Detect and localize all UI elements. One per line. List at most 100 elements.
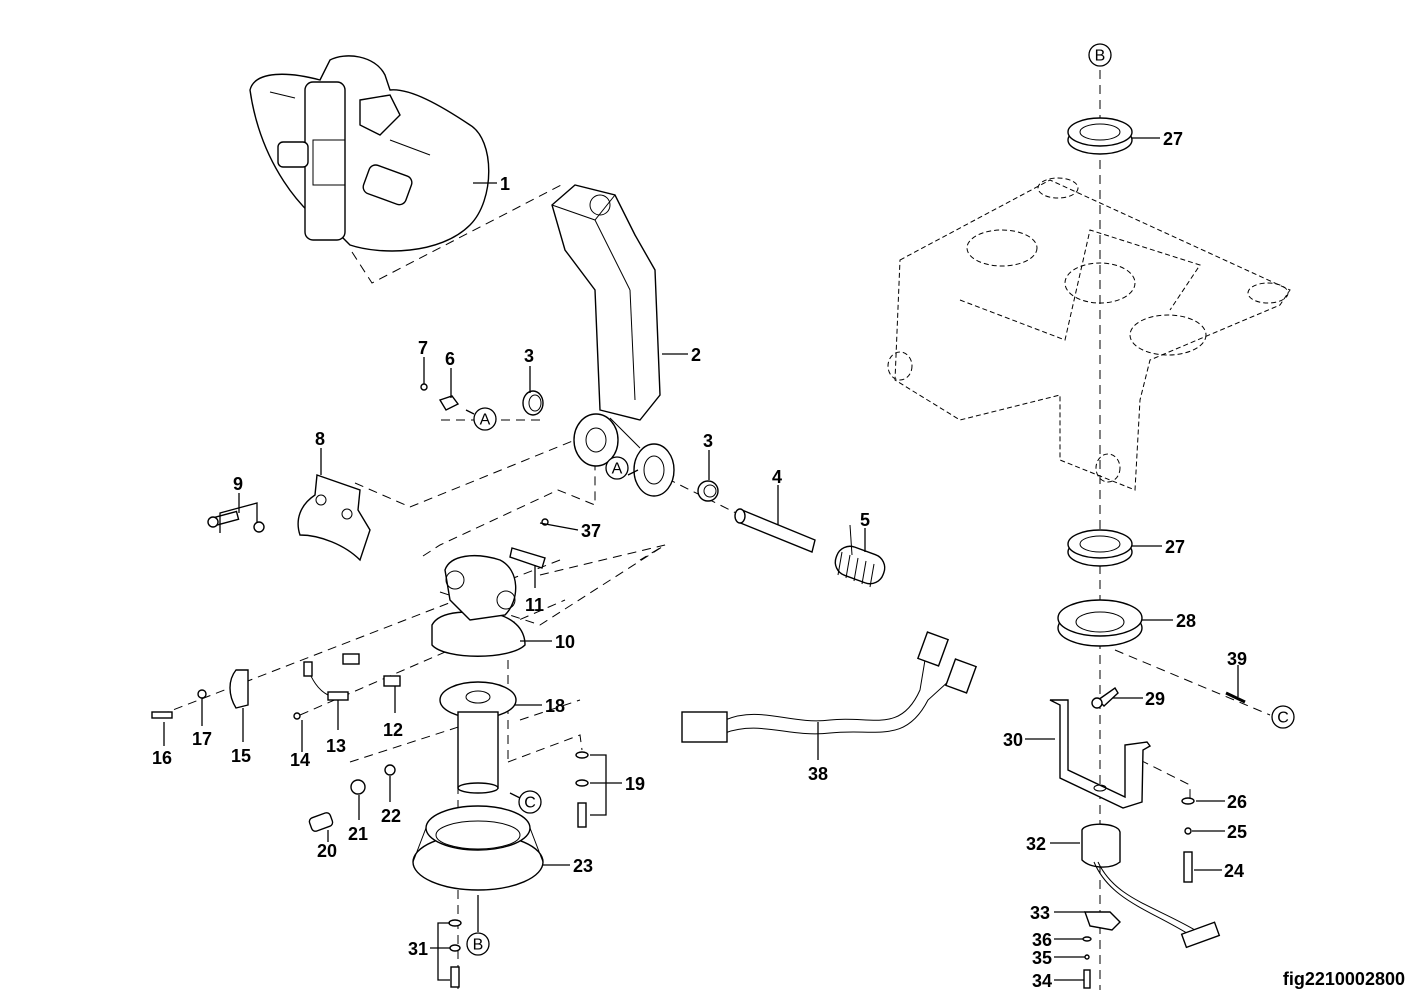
callout-18[interactable]: 18 xyxy=(545,696,565,716)
callout-10[interactable]: 10 xyxy=(555,632,575,652)
callout-34[interactable]: 34 xyxy=(1032,971,1052,991)
callout-25[interactable]: 25 xyxy=(1227,822,1247,842)
part-27-bearing-lower[interactable] xyxy=(1067,529,1133,567)
part-14-screw[interactable] xyxy=(293,712,301,720)
callout-24[interactable]: 24 xyxy=(1224,861,1244,881)
magnet-second xyxy=(342,653,360,665)
callout-29[interactable]: 29 xyxy=(1145,689,1165,709)
part-26-washer[interactable] xyxy=(1181,797,1195,805)
part-23-base-housing[interactable] xyxy=(412,805,544,891)
part-27-bearing-upper[interactable] xyxy=(1067,117,1133,155)
part-18-steering-shaft[interactable] xyxy=(439,681,517,794)
part-33-plate[interactable] xyxy=(1084,911,1121,931)
callout-33[interactable]: 33 xyxy=(1030,903,1050,923)
callout-22[interactable]: 22 xyxy=(381,806,401,826)
callout-20[interactable]: 20 xyxy=(317,841,337,861)
svg-text:B: B xyxy=(473,937,484,954)
leader-lines xyxy=(163,137,1239,981)
part-25-washer[interactable] xyxy=(1184,827,1192,835)
ref-B-1[interactable]: B xyxy=(1088,43,1112,67)
figure-id: fig2210002800 xyxy=(1282,969,1405,989)
callout-6[interactable]: 6 xyxy=(445,349,455,369)
callout-36[interactable]: 36 xyxy=(1032,930,1052,950)
callout-1[interactable]: 1 xyxy=(500,174,510,194)
part-36-washer[interactable] xyxy=(1082,936,1092,942)
part-20-bolt[interactable] xyxy=(308,812,334,833)
callout-3-left[interactable]: 3 xyxy=(524,346,534,366)
callout-35[interactable]: 35 xyxy=(1032,948,1052,968)
svg-text:C: C xyxy=(1277,710,1289,727)
part-32-angle-sensor[interactable] xyxy=(1081,823,1221,949)
callout-14[interactable]: 14 xyxy=(290,750,310,770)
part-8-cover[interactable] xyxy=(297,474,371,562)
part-16-bolt[interactable] xyxy=(151,711,173,719)
part-31-bolt-washer-set[interactable] xyxy=(448,919,462,988)
part-38-wire-harness[interactable] xyxy=(681,631,978,743)
ref-B-2[interactable]: B xyxy=(466,932,490,956)
part-3-bushing-left[interactable] xyxy=(522,390,544,416)
ref-C-2[interactable]: C xyxy=(1271,705,1295,729)
svg-text:A: A xyxy=(612,461,623,478)
part-34-screw[interactable] xyxy=(1083,969,1091,989)
reference-markers: A A B B C C xyxy=(465,43,1295,956)
part-24-bolt[interactable] xyxy=(1183,851,1193,883)
part-11-stop-block[interactable] xyxy=(509,547,546,569)
callout-8[interactable]: 8 xyxy=(315,429,325,449)
svg-text:C: C xyxy=(524,795,536,812)
callout-16[interactable]: 16 xyxy=(152,748,172,768)
svg-text:A: A xyxy=(480,412,491,429)
part-1-tiller-head[interactable] xyxy=(249,55,490,252)
ref-A-1[interactable]: A xyxy=(473,407,497,431)
callout-2[interactable]: 2 xyxy=(691,345,701,365)
part-2-tiller-arm[interactable] xyxy=(551,184,675,497)
callout-23[interactable]: 23 xyxy=(573,856,593,876)
part-4-pivot-pin[interactable] xyxy=(734,508,816,553)
part-15-clamp[interactable] xyxy=(229,669,249,709)
chassis-plate xyxy=(887,177,1291,491)
part-29-lever[interactable] xyxy=(1091,686,1119,709)
callout-26[interactable]: 26 xyxy=(1227,792,1247,812)
part-35-washer[interactable] xyxy=(1084,954,1090,960)
part-5-torsion-spring[interactable] xyxy=(831,524,888,588)
callout-5[interactable]: 5 xyxy=(860,510,870,530)
part-21-nut[interactable] xyxy=(350,779,366,795)
callout-27-lower[interactable]: 27 xyxy=(1165,537,1185,557)
callout-11[interactable]: 11 xyxy=(525,595,544,615)
callout-32[interactable]: 32 xyxy=(1026,834,1046,854)
callout-3-right[interactable]: 3 xyxy=(703,431,713,451)
callout-31[interactable]: 31 xyxy=(408,939,428,959)
part-12-magnet[interactable] xyxy=(383,675,401,687)
part-13-sensor-switch[interactable] xyxy=(303,661,349,701)
part-6-clip[interactable] xyxy=(438,395,460,411)
callout-9[interactable]: 9 xyxy=(233,474,243,494)
callout-27-upper[interactable]: 27 xyxy=(1163,129,1183,149)
callout-15[interactable]: 15 xyxy=(231,746,251,766)
part-3-bushing-right[interactable] xyxy=(697,480,719,502)
part-7-screw[interactable] xyxy=(420,383,428,391)
callout-12[interactable]: 12 xyxy=(383,720,403,740)
part-39-pin[interactable] xyxy=(1225,691,1246,704)
part-17-washer[interactable] xyxy=(197,689,207,699)
part-22-washer[interactable] xyxy=(384,764,396,776)
part-19-bolt-washer-set[interactable] xyxy=(575,751,589,828)
callout-21[interactable]: 21 xyxy=(348,824,368,844)
callout-19[interactable]: 19 xyxy=(625,774,645,794)
callout-17[interactable]: 17 xyxy=(192,729,212,749)
callout-7[interactable]: 7 xyxy=(418,338,428,358)
ref-A-2[interactable]: A xyxy=(605,456,629,480)
part-30-bracket[interactable] xyxy=(1049,699,1152,809)
callout-39[interactable]: 39 xyxy=(1227,649,1247,669)
ref-C-1[interactable]: C xyxy=(518,790,542,814)
part-9-screw-washer[interactable] xyxy=(207,510,265,533)
callout-numbers: 1 2 3 3 4 5 6 7 8 9 10 11 12 13 14 15 16… xyxy=(152,129,1247,991)
callout-13[interactable]: 13 xyxy=(326,736,346,756)
callout-38[interactable]: 38 xyxy=(808,764,828,784)
part-10-tiller-base[interactable] xyxy=(431,555,526,657)
svg-text:B: B xyxy=(1095,48,1106,65)
callout-4[interactable]: 4 xyxy=(772,467,782,487)
part-28-gear-ring[interactable] xyxy=(1057,599,1143,647)
callout-30[interactable]: 30 xyxy=(1003,730,1023,750)
callout-37[interactable]: 37 xyxy=(581,521,601,541)
callout-28[interactable]: 28 xyxy=(1176,611,1196,631)
